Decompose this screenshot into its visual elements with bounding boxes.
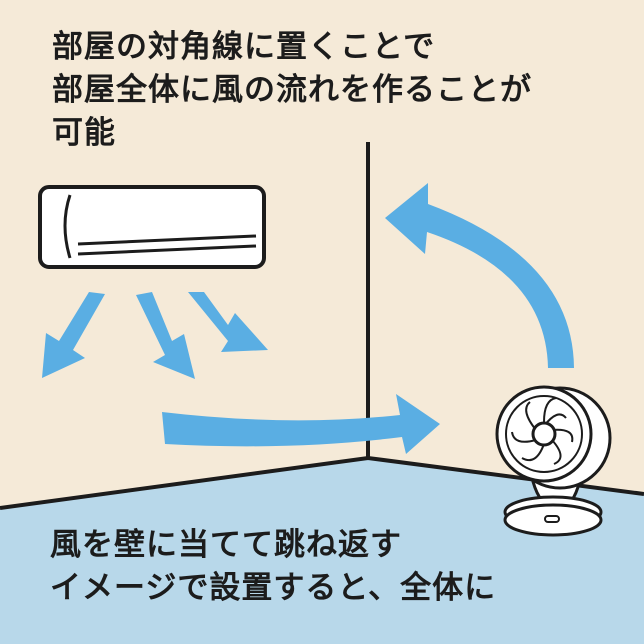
circulator-fan-icon	[495, 385, 612, 537]
airflow-arrow-upward-curve	[385, 183, 574, 368]
floor	[0, 458, 644, 644]
airflow-down-arrows	[42, 292, 268, 379]
bottom-caption: 風を壁に当てて跳ね返す イメージで設置すると、全体に	[50, 527, 497, 606]
airflow-arrow-center	[136, 292, 195, 379]
air-conditioner-icon	[38, 185, 266, 269]
airflow-arrow-left	[42, 292, 105, 378]
airflow-arrow-horizontal	[162, 394, 440, 454]
top-caption: 部屋の対角線に置くことで 部屋全体に風の流れを作ることが 可能	[52, 29, 532, 151]
airflow-arrow-right	[188, 292, 268, 352]
